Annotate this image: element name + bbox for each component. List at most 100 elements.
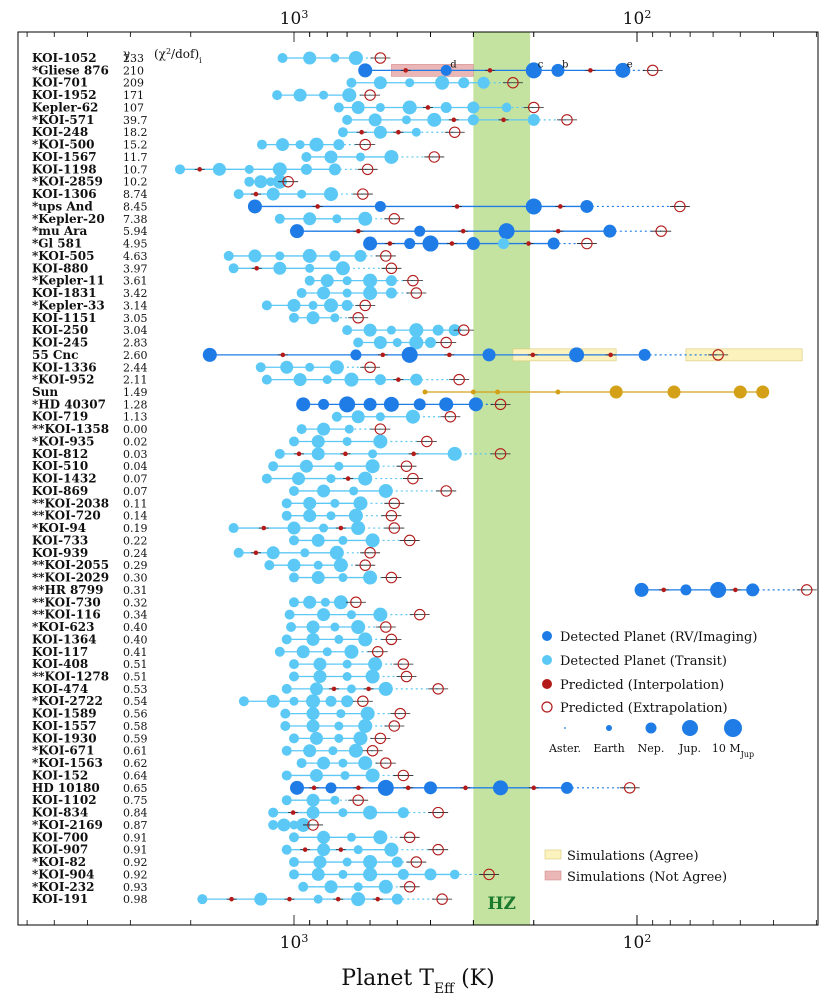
predicted-extrapolation <box>359 559 371 571</box>
system-gamma: 0.92 <box>123 856 148 869</box>
detected-planet-transit <box>324 298 339 313</box>
detected-planet-rv <box>358 63 373 78</box>
predicted-extrapolation <box>507 76 519 89</box>
detected-planet-transit <box>344 644 359 659</box>
system-gamma: 0.34 <box>123 609 148 622</box>
predicted-interpolation <box>608 352 613 358</box>
system-gamma: 0.92 <box>123 868 148 881</box>
system-name: KOI-939 <box>32 546 88 560</box>
predicted-interpolation <box>280 352 286 358</box>
predicted-interpolation <box>356 228 361 234</box>
predicted-interpolation <box>396 129 401 135</box>
system-gamma: 0.02 <box>123 435 148 448</box>
system-name: KOI-1364 <box>32 632 97 646</box>
x-axis-title: Planet TEff (K) <box>341 966 494 997</box>
predicted-extrapolation <box>282 175 294 188</box>
predicted-extrapolation <box>655 225 667 237</box>
detected-planet-rv <box>547 237 560 250</box>
detected-planet-transit <box>289 485 299 496</box>
predicted-extrapolation <box>623 782 636 794</box>
detected-planet-transit <box>363 867 378 882</box>
system-gamma: 171 <box>123 89 144 102</box>
system-gamma: 0.62 <box>123 757 148 770</box>
predicted-interpolation <box>345 476 351 481</box>
detected-planet-transit <box>340 770 350 780</box>
detected-planet-transit <box>342 325 353 336</box>
detected-planet-transit <box>289 820 299 830</box>
planet-letter: b <box>562 59 568 70</box>
predicted-extrapolation <box>388 213 401 225</box>
detected-planet-transit <box>266 177 276 187</box>
system-gamma: 0.00 <box>123 423 148 436</box>
system-gamma: 0.40 <box>123 621 148 634</box>
predicted-interpolation <box>311 785 317 791</box>
detected-planet-transit <box>374 374 386 386</box>
system-name: **KOI-730 <box>32 595 101 609</box>
predicted-extrapolation <box>410 287 423 299</box>
detected-planet-rv <box>363 397 377 411</box>
detected-planet-transit <box>309 731 323 745</box>
predicted-interpolation <box>447 352 452 358</box>
system-gamma: 3.61 <box>123 275 148 288</box>
predicted-extrapolation <box>359 138 371 151</box>
system-gamma: 0.51 <box>123 671 148 684</box>
predicted-interpolation <box>380 352 386 358</box>
detected-planet-transit <box>317 830 331 844</box>
system-gamma: 0.54 <box>123 695 148 708</box>
detected-planet-transit <box>337 127 348 138</box>
detected-planet-rv <box>525 62 542 79</box>
detected-planet-transit <box>328 746 338 756</box>
detected-planet-transit <box>409 335 424 350</box>
detected-planet-transit <box>346 684 356 694</box>
detected-planet-rv <box>377 779 394 796</box>
detected-planet-transit <box>353 731 368 746</box>
predicted-interpolation <box>526 241 531 246</box>
predicted-extrapolation <box>352 794 364 806</box>
detected-planet-rv <box>350 349 362 361</box>
predicted-extrapolation <box>364 89 376 101</box>
detected-planet-transit <box>384 842 399 857</box>
predicted-extrapolation <box>674 200 686 213</box>
detected-planet-transit <box>296 645 310 659</box>
detected-planet-transit <box>365 533 380 548</box>
detected-planet-transit <box>298 881 309 892</box>
detected-planet-transit <box>373 830 388 845</box>
detected-planet-transit <box>353 845 363 855</box>
detected-planet-transit <box>305 362 315 372</box>
detected-planet-transit <box>373 434 388 449</box>
system-name: KOI-191 <box>32 892 88 906</box>
detected-planet-transit <box>346 832 356 842</box>
detected-planet-transit <box>313 560 323 570</box>
detected-planet-transit <box>311 867 325 881</box>
system-gamma: 1.28 <box>123 398 148 411</box>
detected-planet-transit <box>333 595 348 610</box>
size-legend-marker <box>682 720 698 736</box>
system-gamma: 0.29 <box>123 559 148 572</box>
hz-label: HZ <box>487 894 515 914</box>
detected-planet-transit <box>300 548 310 558</box>
predicted-extrapolation <box>380 621 392 633</box>
system-gamma: 8.45 <box>123 200 148 213</box>
detected-planet-rv <box>439 397 454 412</box>
detected-planet-transit <box>458 77 470 89</box>
solar-planet <box>733 385 747 399</box>
predicted-interpolation <box>331 686 337 692</box>
detected-planet-rv <box>339 396 356 413</box>
system-gamma: 0.58 <box>123 720 148 733</box>
system-name: *KOI-2859 <box>32 175 103 189</box>
planet-letter: d <box>450 59 457 70</box>
system-gamma: 7.38 <box>123 213 148 226</box>
system-name: KOI-245 <box>32 336 88 350</box>
system-gamma: 8.74 <box>123 188 148 201</box>
system-name: **KOI-2038 <box>32 496 109 510</box>
system-name: KOI-719 <box>32 410 88 424</box>
detected-planet-transit <box>280 720 291 731</box>
detected-planet-transit <box>297 189 307 199</box>
predicted-interpolation <box>460 228 466 234</box>
detected-planet-transit <box>409 323 424 338</box>
detected-planet-transit <box>424 868 437 881</box>
system-gamma: 10.7 <box>123 163 148 176</box>
predicted-interpolation <box>387 241 393 246</box>
